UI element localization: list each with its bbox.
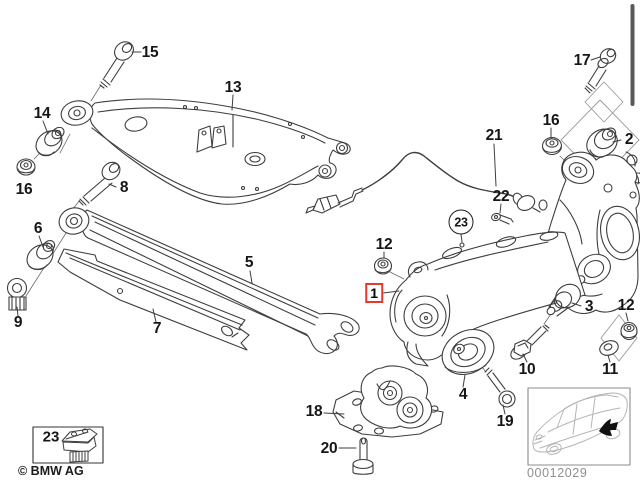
callout-16-right[interactable]: 16: [542, 112, 560, 129]
callout-22[interactable]: 22: [492, 188, 510, 205]
legend-callout-23[interactable]: 23: [42, 428, 60, 446]
bolt-15-drawing: [99, 41, 134, 89]
callout-20[interactable]: 20: [320, 440, 338, 457]
legend-box: [32, 426, 104, 464]
copyright-text: © BMW AG: [18, 464, 84, 478]
nut-12-left-drawing: [373, 257, 393, 275]
damper-18-drawing: [360, 365, 433, 429]
car-sketch: [532, 392, 628, 455]
callout-23-circled[interactable]: 23: [448, 209, 474, 235]
callout-18[interactable]: 18: [305, 403, 323, 420]
callout-4[interactable]: 4: [458, 386, 468, 403]
bolt-10-drawing: [510, 324, 550, 360]
clamp-icon: [61, 428, 98, 463]
callout-2[interactable]: 2: [624, 131, 634, 148]
trailing-strut-drawing: [58, 207, 360, 355]
abs-sensor-cable-drawing: [305, 151, 541, 214]
location-arrow-icon: [599, 419, 618, 436]
bolt-17-drawing: [584, 48, 617, 94]
bolt-8-drawing: [78, 161, 121, 206]
callout-11[interactable]: 11: [602, 361, 618, 378]
callout-19[interactable]: 19: [496, 413, 514, 430]
nut-16-left-drawing: [16, 158, 36, 176]
subframe-drawing: [60, 98, 351, 205]
callout-13[interactable]: 13: [224, 79, 242, 96]
nut-16-right-drawing: [541, 136, 563, 156]
scrollbar-thumb[interactable]: [630, 4, 635, 106]
callout-7[interactable]: 7: [152, 320, 162, 337]
callout-6[interactable]: 6: [33, 220, 43, 237]
callout-5[interactable]: 5: [244, 254, 254, 271]
nut-12-right-drawing: [620, 321, 638, 341]
bolt-19-drawing: [484, 367, 516, 408]
callout-21[interactable]: 21: [485, 127, 503, 144]
bolt-22-drawing: [491, 212, 514, 225]
callout-12-left[interactable]: 12: [375, 236, 393, 253]
callout-12-right[interactable]: 12: [617, 297, 635, 314]
callout-3[interactable]: 3: [584, 298, 594, 315]
bolt-20-drawing: [352, 437, 374, 475]
callout-10[interactable]: 10: [518, 361, 536, 378]
callout-14[interactable]: 14: [33, 105, 51, 122]
callout-9[interactable]: 9: [13, 314, 23, 331]
bushing-6-drawing: [26, 240, 56, 271]
vehicle-thumbnail-box: [527, 387, 631, 466]
clip-9-drawing: [6, 277, 28, 311]
leader-lines: [16, 51, 629, 449]
bushing-14-drawing: [35, 126, 65, 157]
callout-8[interactable]: 8: [119, 179, 129, 196]
bushing-2-drawing: [586, 127, 618, 158]
callout-17[interactable]: 17: [573, 52, 591, 69]
image-number-text: 00012029: [527, 466, 588, 480]
callout-16-left[interactable]: 16: [15, 181, 33, 198]
bushing-4-drawing: [441, 328, 495, 376]
callout-15[interactable]: 15: [141, 44, 159, 61]
bushing-3-drawing: [546, 283, 581, 317]
callout-1-selected[interactable]: 1: [365, 283, 383, 303]
cover-panel-drawing: [57, 248, 250, 351]
washer-11-drawing: [599, 340, 619, 356]
